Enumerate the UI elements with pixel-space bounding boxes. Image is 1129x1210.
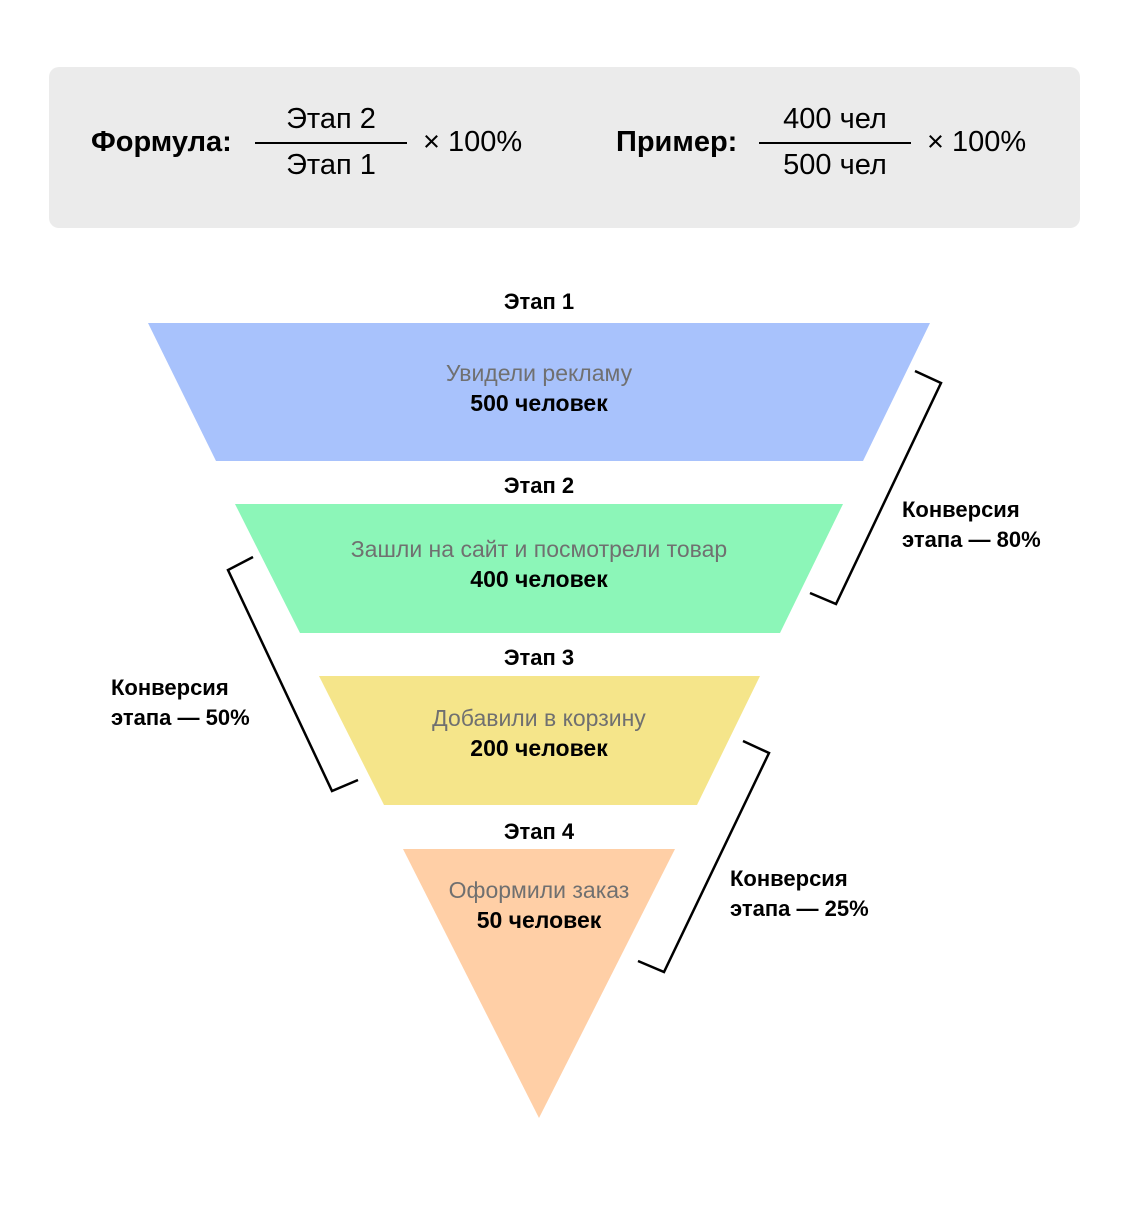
example-multiplier: × 100% — [927, 126, 1027, 158]
stage-2-text: Зашли на сайт и посмотрели товар 400 чел… — [289, 534, 789, 594]
stage-2-count: 400 человек — [470, 566, 608, 592]
conversion-3-line2: этапа — 25% — [730, 896, 869, 921]
formula-multiplier: × 100% — [423, 126, 523, 158]
stage-3-text: Добавили в корзину 200 человек — [289, 703, 789, 763]
stage-2-description: Зашли на сайт и посмотрели товар — [350, 536, 728, 562]
stage-4-text: Оформили заказ 50 человек — [289, 875, 789, 935]
stage-3-count: 200 человек — [470, 735, 608, 761]
example-fraction: 400 чел 500 чел — [759, 102, 911, 182]
example-numerator: 400 чел — [783, 103, 887, 135]
formula-label: Формула: — [91, 126, 232, 158]
conversion-2-line1: Конверсия — [111, 675, 229, 700]
stage-1-title: Этап 1 — [503, 289, 575, 314]
formula-fraction-bar — [255, 142, 407, 144]
conversion-bracket-1 — [809, 369, 943, 606]
formula-fraction: Этап 2 Этап 1 — [255, 102, 407, 182]
conversion-label-3: Конверсия этапа — 25% — [730, 864, 869, 924]
funnel-segment-1 — [148, 323, 930, 461]
stage-4-title: Этап 4 — [503, 819, 575, 844]
formula-panel — [49, 67, 1080, 228]
formula-denominator: Этап 1 — [286, 149, 376, 181]
formula-numerator: Этап 2 — [286, 103, 376, 135]
funnel-segment-2 — [235, 504, 843, 633]
conversion-label-2: Конверсия этапа — 50% — [111, 673, 250, 733]
stage-1-text: Увидели рекламу 500 человек — [289, 358, 789, 418]
funnel-segment-3 — [319, 676, 760, 805]
stage-3-description: Добавили в корзину — [432, 705, 646, 731]
example-fraction-bar — [759, 142, 911, 144]
funnel-segment-4 — [403, 849, 675, 1118]
conversion-bracket-3 — [637, 739, 771, 974]
stage-1-description: Увидели рекламу — [445, 360, 633, 386]
conversion-label-1: Конверсия этапа — 80% — [902, 495, 1041, 555]
stage-4-description: Оформили заказ — [448, 877, 630, 903]
conversion-bracket-2 — [226, 555, 359, 793]
example-label: Пример: — [616, 126, 738, 158]
conversion-1-line2: этапа — 80% — [902, 527, 1041, 552]
conversion-1-line1: Конверсия — [902, 497, 1020, 522]
stage-1-count: 500 человек — [470, 390, 608, 416]
conversion-3-line1: Конверсия — [730, 866, 848, 891]
example-denominator: 500 чел — [783, 149, 887, 181]
stage-2-title: Этап 2 — [503, 473, 575, 498]
conversion-2-line2: этапа — 50% — [111, 705, 250, 730]
stage-4-count: 50 человек — [476, 907, 602, 933]
stage-3-title: Этап 3 — [503, 645, 575, 670]
